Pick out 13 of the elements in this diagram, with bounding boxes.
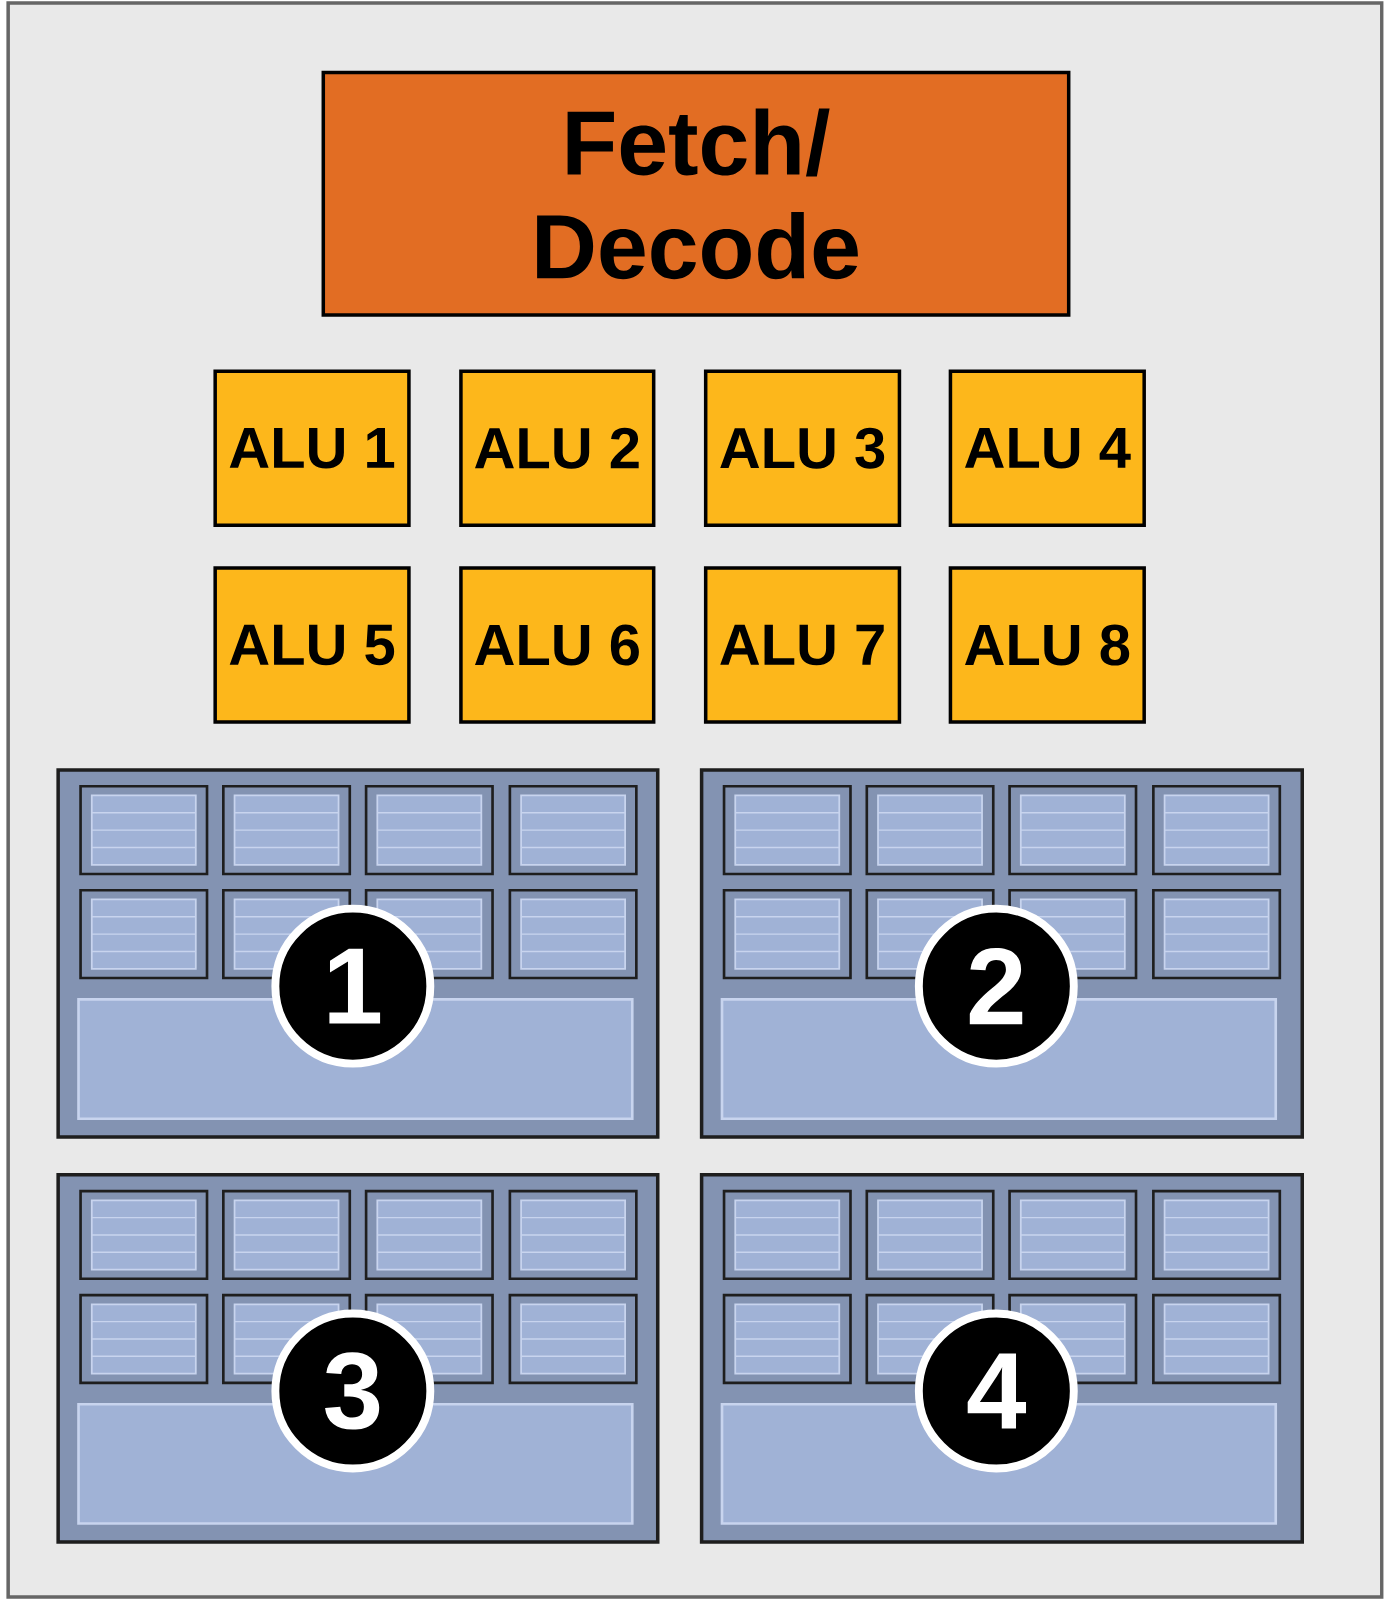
- alu-box: ALU 6: [459, 566, 656, 724]
- alu-box: ALU 5: [213, 566, 411, 724]
- alu-box: ALU 7: [704, 566, 902, 724]
- number-badge: 2: [914, 904, 1078, 1068]
- alu-box: ALU 8: [948, 566, 1147, 724]
- alu-box: ALU 4: [948, 369, 1147, 527]
- fetch-decode-box: Fetch/ Decode: [321, 70, 1071, 317]
- number-badge: 1: [271, 904, 435, 1068]
- alu-box: ALU 2: [459, 369, 656, 527]
- number-badge: 3: [271, 1309, 435, 1473]
- alu-box: ALU 3: [704, 369, 902, 527]
- alu-box: ALU 1: [213, 369, 411, 527]
- number-badge: 4: [914, 1309, 1078, 1473]
